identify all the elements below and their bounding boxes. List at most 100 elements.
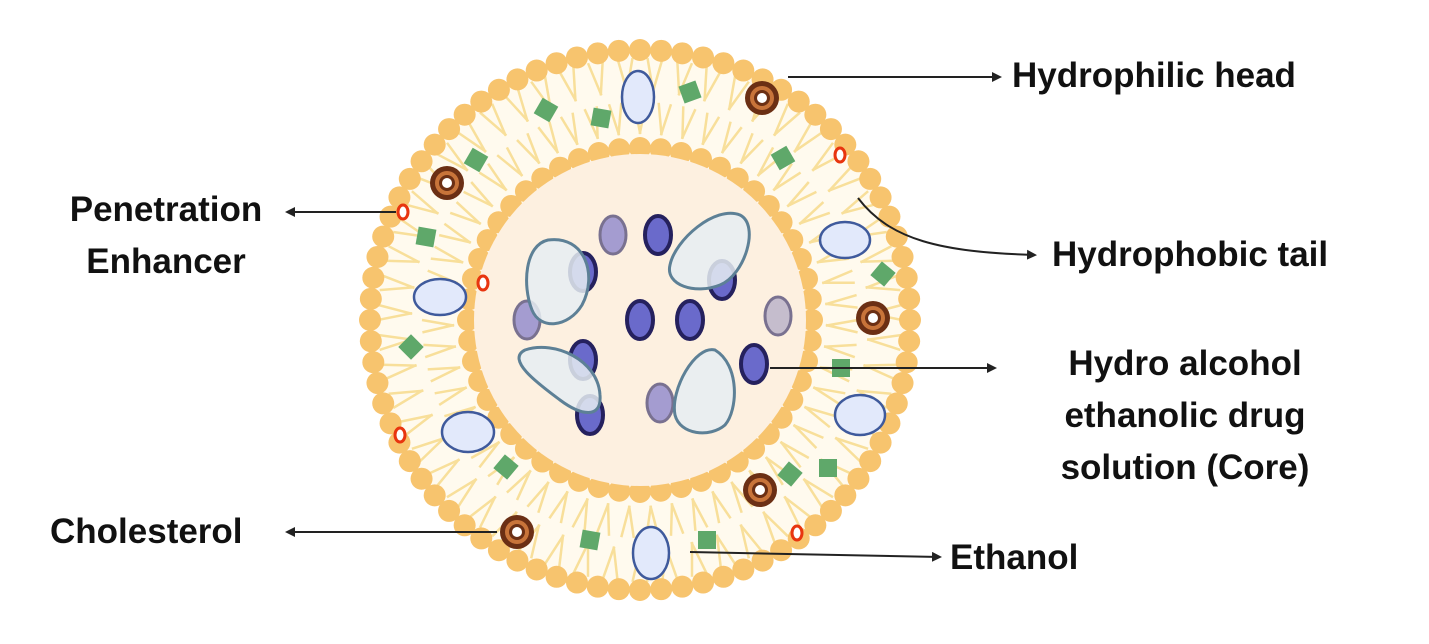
hydrophobic-tail: [783, 495, 813, 519]
hydrophobic-tail: [526, 481, 550, 508]
hydrophobic-tail: [825, 318, 859, 327]
drug-molecule-icon: [739, 343, 769, 385]
hydrophobic-tail: [548, 490, 569, 520]
hydrophobic-tail: [772, 171, 802, 192]
hydrophobic-tail: [727, 75, 737, 111]
hydrophilic-head: [878, 205, 901, 228]
hydrophobic-tail: [411, 190, 440, 215]
hydrophilic-head: [438, 118, 461, 141]
ethanolic-droplet-icon: [525, 238, 591, 326]
ethanol-icon: [698, 531, 716, 549]
hydrophobic-tail: [711, 490, 732, 520]
hydrophobic-tail: [427, 366, 461, 371]
hydrophobic-tail: [711, 490, 721, 524]
hydrophilic-head: [423, 133, 446, 156]
label-hydrophilic-head: Hydrophilic head: [1012, 56, 1296, 95]
drug-molecule-icon: [675, 299, 705, 341]
hydrophobic-tail: [490, 103, 507, 137]
hydrophobic-tail: [866, 333, 902, 342]
hydrophilic-head: [359, 287, 382, 310]
hydrophobic-tail: [378, 303, 413, 316]
label-penetration-line2: Enhancer: [86, 242, 246, 281]
hydrophobic-tail: [388, 245, 420, 264]
drug-molecule-light-icon: [645, 382, 675, 424]
hydrophobic-tail: [434, 386, 468, 395]
hydrophobic-tail: [701, 112, 709, 146]
hydrophilic-head: [801, 309, 823, 331]
hydrophilic-head: [629, 481, 651, 503]
drug-vesicle-icon: [440, 410, 496, 454]
hydrophobic-tail: [449, 211, 482, 225]
hydrophilic-head: [366, 245, 389, 268]
drug-vesicle-icon: [818, 220, 872, 260]
hydrophobic-tail: [669, 503, 674, 536]
hydrophobic-tail: [834, 436, 862, 463]
hydrophobic-tail: [515, 469, 532, 501]
arrow-ethanol: [689, 551, 942, 562]
hydrophobic-tail: [606, 503, 611, 536]
hydrophobic-tail: [456, 478, 478, 509]
label-core-line2: ethanolic drug: [1064, 396, 1306, 435]
hydrophilic-head: [398, 167, 421, 190]
hydrophobic-tail: [612, 546, 619, 582]
hydrophobic-tail: [456, 131, 487, 153]
hydrophilic-head: [586, 575, 609, 598]
ethanol-icon: [463, 147, 489, 173]
hydrophobic-tail: [381, 363, 417, 367]
hydrophilic-head: [423, 484, 446, 507]
ethanol-icon: [590, 107, 612, 129]
hydrophobic-tail: [478, 440, 501, 469]
hydrophobic-tail: [505, 146, 524, 177]
hydrophobic-tail: [381, 274, 415, 290]
hydrophilic-head: [834, 484, 857, 507]
hydrophilic-head: [453, 103, 476, 126]
hydrophobic-tail: [516, 139, 541, 165]
hydrophilic-head: [671, 42, 694, 65]
hydrophilic-head: [438, 499, 461, 522]
hydrophilic-head: [869, 186, 892, 209]
hydrophobic-tail: [691, 498, 697, 531]
hydrophilic-head: [650, 39, 673, 62]
hydrophobic-tail: [543, 534, 565, 565]
hydrophobic-tail: [715, 534, 737, 565]
hydrophilic-head: [506, 549, 529, 572]
hydrophilic-head: [671, 575, 694, 598]
hydrophobic-tail: [730, 481, 743, 514]
hydrophobic-tail: [680, 108, 697, 140]
hydrophobic-tail: [516, 87, 529, 122]
ethanol-icon: [678, 80, 702, 104]
hydrophobic-tail: [572, 66, 577, 102]
penetration-enhancer-icon: [790, 524, 804, 542]
ethanol-icon: [415, 226, 437, 248]
hydrophilic-head: [650, 578, 673, 601]
hydrophilic-head: [712, 565, 735, 588]
hydrophilic-head: [787, 90, 810, 113]
hydrophilic-head: [859, 167, 882, 190]
hydrophobic-tail: [720, 126, 743, 154]
hydrophobic-tail: [487, 162, 508, 192]
label-core-line3: solution (Core): [1060, 448, 1310, 487]
hydrophilic-head: [607, 578, 630, 601]
hydrophilic-head: [859, 450, 882, 473]
hydrophilic-head: [898, 287, 921, 310]
hydrophobic-tail: [840, 190, 869, 215]
hydrophobic-tail: [384, 259, 420, 263]
hydrophilic-head: [410, 150, 433, 173]
ethanolic-droplet-icon: [517, 345, 602, 414]
hydrophilic-head: [885, 392, 908, 415]
hydrophilic-head: [891, 245, 914, 268]
hydrophobic-tail: [559, 116, 579, 146]
hydrophobic-tail: [529, 524, 541, 559]
hydrophilic-head: [545, 52, 568, 75]
ethanolic-droplet-icon: [672, 348, 736, 435]
hydrophobic-tail: [811, 142, 835, 172]
hydrophilic-head: [869, 431, 892, 454]
hydrophilic-head: [629, 137, 651, 159]
hydrophobic-tail: [824, 293, 857, 306]
hydrophobic-tail: [601, 546, 616, 580]
hydrophobic-tail: [786, 190, 817, 208]
penetration-enhancer-icon: [476, 274, 490, 292]
hydrophilic-head: [362, 266, 385, 289]
hydrophilic-head: [457, 309, 479, 331]
hydrophobic-tail: [506, 469, 532, 494]
